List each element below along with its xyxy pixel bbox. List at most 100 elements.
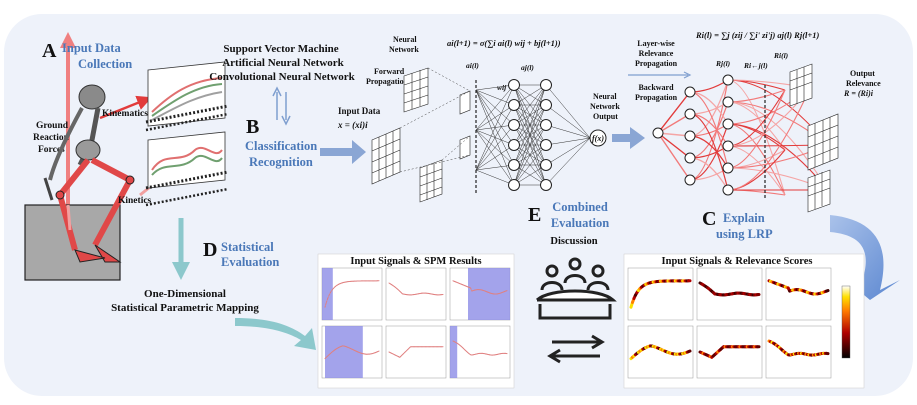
network-node — [540, 119, 552, 131]
label-output-network: Network — [590, 102, 620, 111]
mini-plot — [321, 267, 383, 321]
label-forward: Forward — [374, 67, 405, 76]
title-input-data: Input Data — [62, 41, 121, 55]
title-combined: Combined — [552, 200, 608, 214]
section-e: E Combined Evaluation Discussion — [528, 200, 617, 364]
label-relevance: Relevance — [639, 49, 674, 58]
label-ground: Ground — [36, 121, 69, 131]
arrow-to-lrp — [612, 127, 645, 149]
dashed-links — [399, 67, 477, 195]
section-b: Support Vector Machine Artificial Neural… — [209, 43, 366, 169]
output-node — [589, 129, 607, 147]
mini-plot — [696, 325, 763, 379]
model-svm: Support Vector Machine — [223, 43, 338, 55]
label-w-ij: wij — [497, 83, 507, 92]
mini-plot — [385, 325, 447, 379]
spm-panel: Input Signals & SPM Results — [317, 253, 515, 389]
letter-a: A — [42, 40, 57, 62]
method-1d: One-Dimensional — [144, 288, 226, 300]
label-output-rel: Output — [850, 69, 875, 78]
method-spm: Statistical Parametric Mapping — [111, 302, 259, 314]
spm-panel-title: Input Signals & SPM Results — [350, 256, 481, 267]
model-ann: Artificial Neural Network — [222, 57, 344, 69]
title-recognition: Recognition — [249, 155, 313, 169]
kinetics-graphs — [145, 131, 229, 207]
mini-plot — [696, 267, 763, 321]
network-node — [540, 159, 552, 171]
formula-forward: ai(l+1) = σ(∑i ai(l) wij + bj(l+1)) — [447, 38, 561, 48]
mini-plot — [321, 325, 383, 379]
spm-cluster — [322, 268, 333, 320]
title-statistical: Statistical — [221, 240, 274, 254]
mini-plot — [449, 325, 511, 379]
mini-plot — [385, 267, 447, 321]
mini-plot — [765, 267, 832, 321]
title-using-lrp: using LRP — [716, 227, 773, 241]
label-kinetics: Kinetics — [118, 196, 152, 206]
lrp-node — [722, 162, 734, 174]
network-node — [540, 139, 552, 151]
network-node — [508, 99, 520, 111]
mini-plot — [765, 325, 832, 379]
label-a-j: aj(l) — [521, 63, 534, 72]
label-output-relevance: Relevance — [846, 79, 881, 88]
mini-plot — [627, 267, 694, 321]
people-icon — [535, 257, 617, 320]
lrp-node — [722, 140, 734, 152]
section-d: D Statistical Evaluation One-Dimensional… — [111, 218, 316, 350]
arrow-to-spm — [235, 318, 316, 350]
spm-cluster — [450, 326, 458, 378]
label-lrp-propagation: Propagation — [635, 59, 678, 68]
network-node — [540, 99, 552, 111]
exchange-arrows — [547, 334, 605, 364]
label-fx: f(x) — [592, 134, 604, 143]
colorbar — [841, 285, 851, 359]
kinematics-graphs — [145, 61, 229, 132]
network: Input Data x = (xi)i Neural Network Forw… — [337, 35, 620, 203]
spm-cluster — [468, 268, 510, 320]
network-node — [540, 179, 552, 191]
arrow-to-network — [320, 140, 366, 164]
label-r-j: Rj(l) — [715, 59, 731, 68]
label-r-ij: Ri←j(l) — [743, 61, 768, 70]
title-classification: Classification — [245, 139, 317, 153]
label-output-output: Output — [593, 112, 618, 121]
network-node — [508, 79, 520, 91]
mini-plot — [449, 267, 511, 321]
lrp-node — [684, 174, 696, 186]
label-propagation: Propagation — [366, 77, 409, 86]
arrow-kinematics — [99, 95, 152, 120]
label-r-formula: R = (Ri)i — [843, 89, 874, 98]
label-forces: Forces — [38, 145, 65, 155]
formula-lrp: Ri(l) = ∑j (zij / ∑i' zi'j) aj(l) Rj(l+1… — [695, 30, 819, 40]
network-node — [508, 159, 520, 171]
letter-d: D — [203, 239, 217, 261]
lrp-node — [722, 118, 734, 130]
lrp-network: Layer-wise Relevance Propagation Backwar… — [628, 30, 881, 213]
model-cnn: Convolutional Neural Network — [209, 71, 355, 83]
network-node — [508, 139, 520, 151]
label-discussion: Discussion — [550, 236, 597, 247]
relevance-flow — [727, 87, 811, 191]
label-reaction: Reaction — [33, 133, 70, 143]
lrp-node — [684, 86, 696, 98]
letter-e: E — [528, 204, 541, 226]
lrp-node — [722, 96, 734, 108]
section-a: A Input Data Collection Ground Reaction … — [24, 32, 229, 281]
mini-plot — [627, 325, 694, 379]
lrp-node — [722, 184, 734, 196]
title-explain: Explain — [723, 211, 765, 225]
title-collection: Collection — [78, 57, 132, 71]
network-layers — [475, 79, 591, 191]
network-node — [508, 179, 520, 191]
label-r-i: Ri(l) — [773, 51, 789, 60]
lrp-node — [684, 108, 696, 120]
label-input-data: Input Data — [338, 106, 381, 116]
lrp-node — [684, 130, 696, 142]
label-backward-propagation: Propagation — [635, 93, 678, 102]
lrp-grids — [764, 63, 839, 213]
lrp-node — [722, 74, 734, 86]
lrp-node — [684, 152, 696, 164]
